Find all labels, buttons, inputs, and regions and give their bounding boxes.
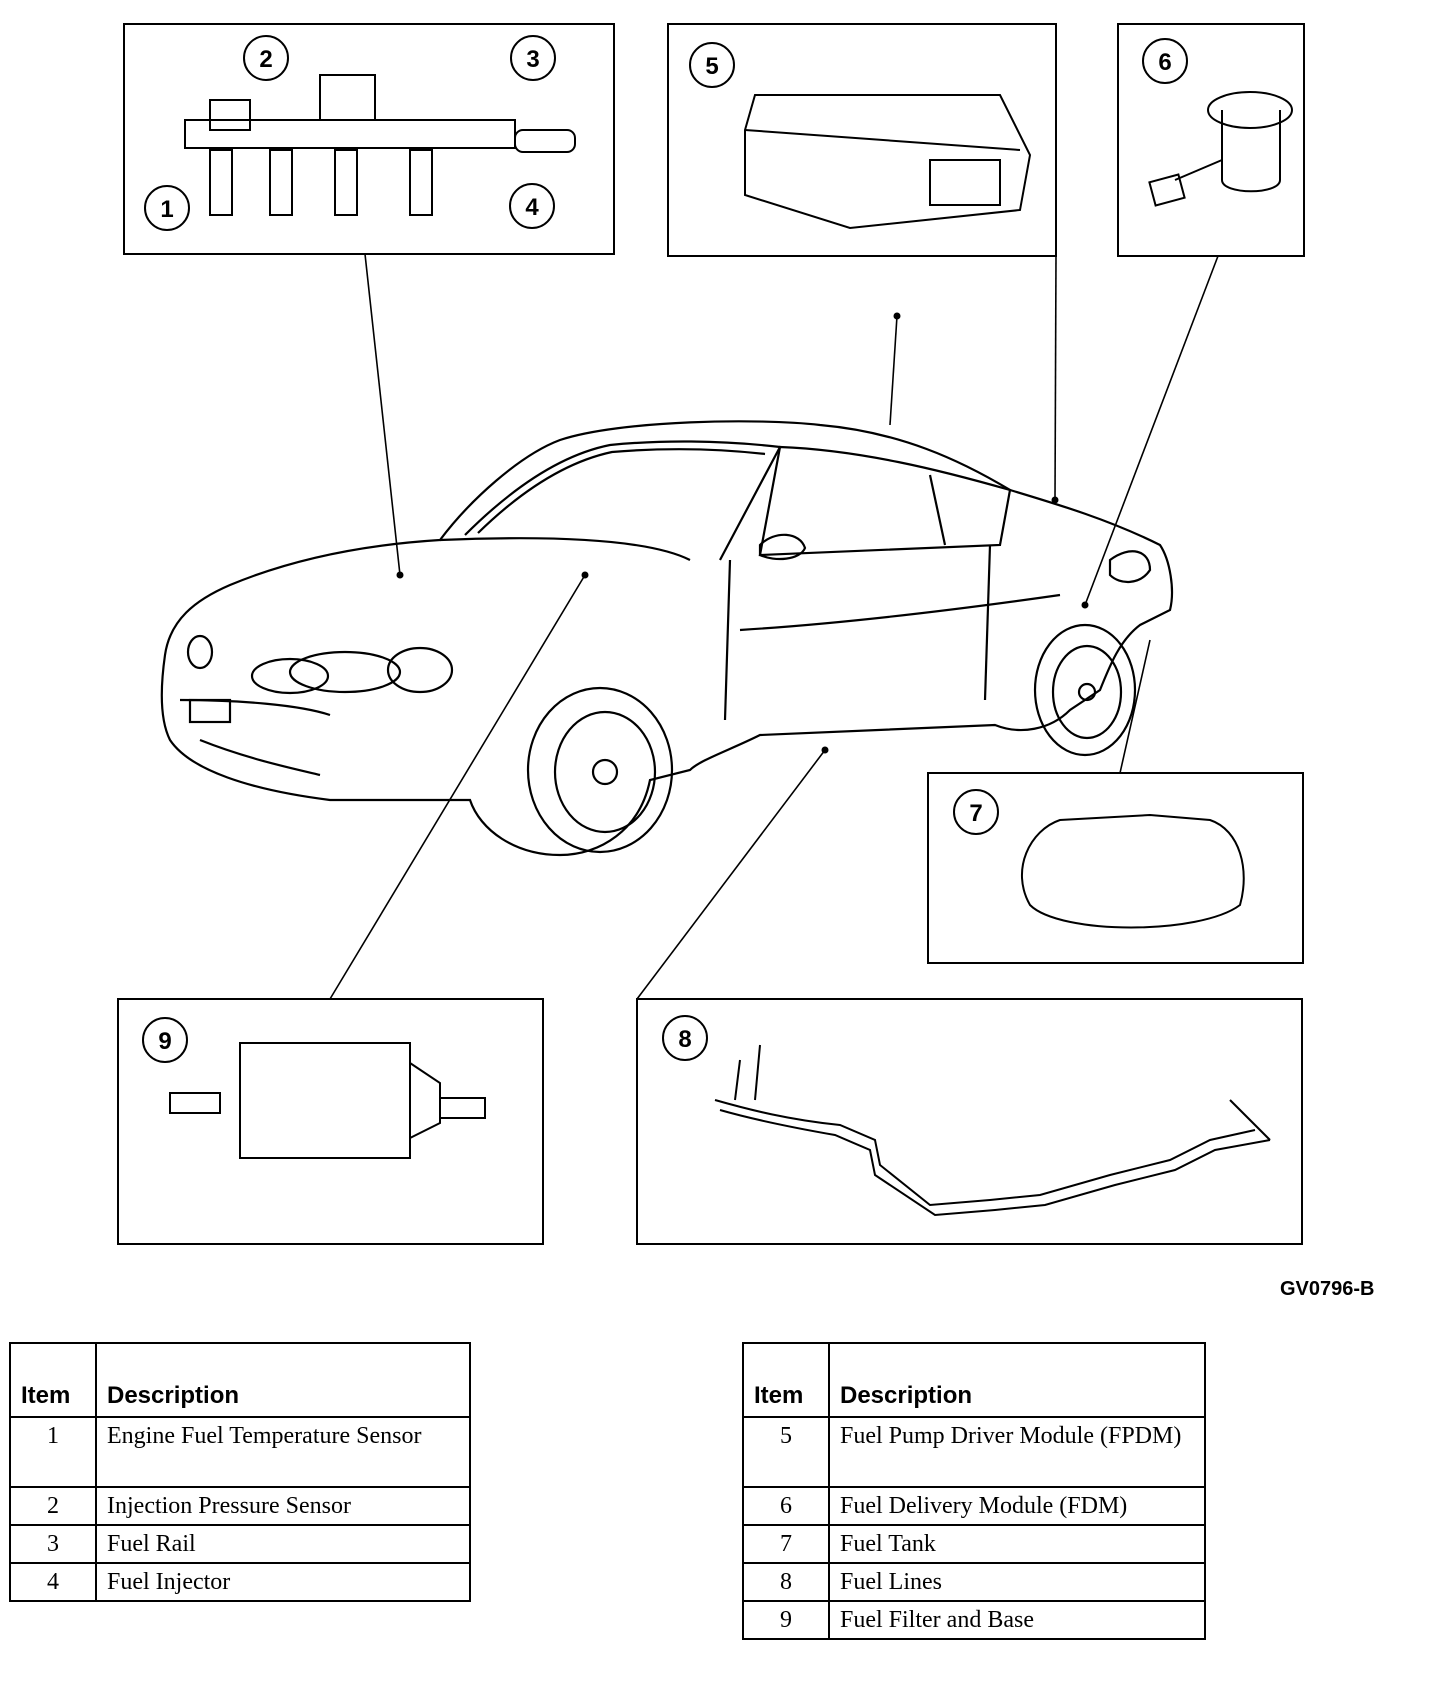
callout-5: 5 xyxy=(689,42,735,88)
table-row: 9 Fuel Filter and Base xyxy=(742,1600,1206,1640)
legend-table-left: Item Description 1 Engine Fuel Temperatu… xyxy=(9,1342,471,1602)
table-row: 6 Fuel Delivery Module (FDM) xyxy=(742,1486,1206,1526)
table-row: 4 Fuel Injector xyxy=(9,1562,471,1602)
item-number: 8 xyxy=(742,1562,830,1602)
svg-text:3: 3 xyxy=(526,46,539,73)
callout-6: 6 xyxy=(1142,38,1188,84)
callout-9: 9 xyxy=(142,1017,188,1063)
item-number: 5 xyxy=(742,1416,830,1488)
header-item: Item xyxy=(742,1342,830,1418)
table-row: 8 Fuel Lines xyxy=(742,1562,1206,1602)
panel-fdm xyxy=(1117,23,1305,257)
figure-code: GV0796-B xyxy=(1280,1278,1375,1300)
leader-lines xyxy=(329,253,1219,1000)
svg-text:8: 8 xyxy=(678,1026,691,1053)
table-row: 2 Injection Pressure Sensor xyxy=(9,1486,471,1526)
legend-header-row: Item Description xyxy=(9,1342,471,1418)
header-description: Description xyxy=(828,1342,1206,1418)
table-row: 1 Engine Fuel Temperature Sensor xyxy=(9,1416,471,1488)
table-row: 5 Fuel Pump Driver Module (FPDM) xyxy=(742,1416,1206,1488)
svg-text:6: 6 xyxy=(1158,49,1171,76)
legend-table-right: Item Description 5 Fuel Pump Driver Modu… xyxy=(742,1342,1206,1640)
car-illustration xyxy=(160,420,1174,857)
svg-text:5: 5 xyxy=(705,53,718,80)
item-description: Fuel Pump Driver Module (FPDM) xyxy=(828,1416,1206,1488)
callout-8: 8 xyxy=(662,1015,708,1061)
callout-4: 4 xyxy=(509,183,555,229)
item-description: Fuel Tank xyxy=(828,1524,1206,1564)
fuel-system-diagram: 1 2 3 4 5 6 7 8 9 xyxy=(117,23,1305,1245)
svg-text:2: 2 xyxy=(259,46,272,73)
header-item: Item xyxy=(9,1342,97,1418)
leader-dots xyxy=(396,312,1089,754)
item-description: Injection Pressure Sensor xyxy=(95,1486,471,1526)
item-number: 7 xyxy=(742,1524,830,1564)
item-number: 1 xyxy=(9,1416,97,1488)
item-description: Engine Fuel Temperature Sensor xyxy=(95,1416,471,1488)
header-description: Description xyxy=(95,1342,471,1418)
table-row: 3 Fuel Rail xyxy=(9,1524,471,1564)
svg-text:1: 1 xyxy=(160,196,173,223)
item-description: Fuel Injector xyxy=(95,1562,471,1602)
item-description: Fuel Delivery Module (FDM) xyxy=(828,1486,1206,1526)
item-description: Fuel Filter and Base xyxy=(828,1600,1206,1640)
legend-header-row: Item Description xyxy=(742,1342,1206,1418)
item-description: Fuel Lines xyxy=(828,1562,1206,1602)
item-number: 2 xyxy=(9,1486,97,1526)
callout-3: 3 xyxy=(510,35,556,81)
item-number: 9 xyxy=(742,1600,830,1640)
table-row: 7 Fuel Tank xyxy=(742,1524,1206,1564)
callout-2: 2 xyxy=(243,35,289,81)
svg-text:9: 9 xyxy=(158,1028,171,1055)
fuel-injector-icon xyxy=(209,149,433,216)
item-description: Fuel Rail xyxy=(95,1524,471,1564)
item-number: 3 xyxy=(9,1524,97,1564)
svg-text:4: 4 xyxy=(525,194,539,221)
panel-fuel-tank xyxy=(927,772,1304,964)
panel-fpdm xyxy=(667,23,1057,257)
panel-fuel-lines xyxy=(636,998,1303,1245)
callout-7: 7 xyxy=(953,789,999,835)
callout-1: 1 xyxy=(144,185,190,231)
item-number: 6 xyxy=(742,1486,830,1526)
panel-fuel-rail-assembly xyxy=(123,23,615,255)
svg-text:7: 7 xyxy=(969,800,982,827)
item-number: 4 xyxy=(9,1562,97,1602)
panel-fuel-filter xyxy=(117,998,544,1245)
